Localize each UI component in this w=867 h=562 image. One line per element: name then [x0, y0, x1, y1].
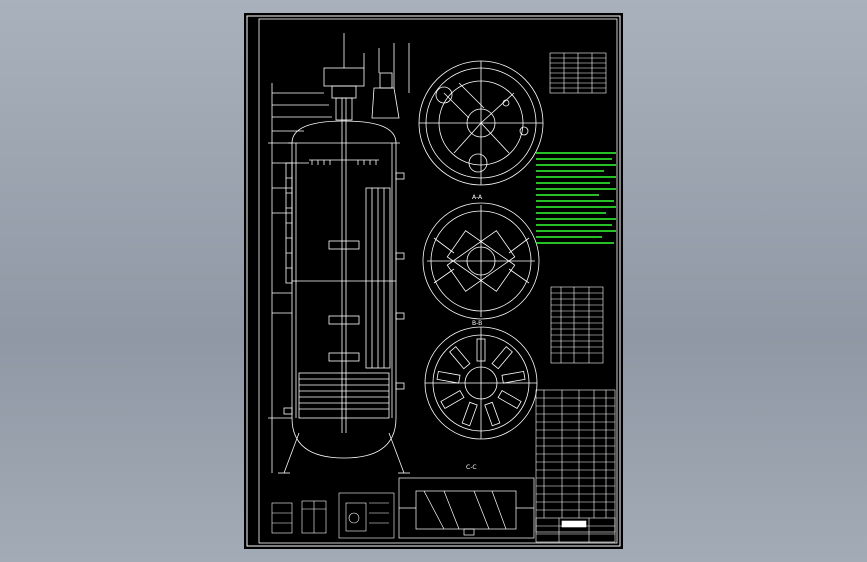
design-data-table[interactable] — [549, 52, 607, 94]
inner-frame — [258, 18, 618, 544]
parts-list-table[interactable] — [535, 389, 616, 533]
detail-views[interactable] — [271, 492, 395, 539]
detail-c-c[interactable] — [398, 477, 535, 539]
section-label-c: C-C — [466, 464, 477, 471]
title-block[interactable] — [535, 517, 616, 543]
technical-notes — [536, 152, 616, 244]
outer-frame — [246, 15, 621, 547]
section-label-a: A-A — [472, 194, 483, 201]
drawing-sheet[interactable]: A-A B-B — [244, 13, 623, 549]
vessel-elevation[interactable] — [268, 33, 410, 474]
section-b-b[interactable] — [424, 326, 538, 440]
top-view-section[interactable] — [418, 60, 544, 186]
nozzle-table[interactable] — [550, 286, 604, 364]
section-label-b: B-B — [472, 320, 482, 327]
section-a-a[interactable] — [422, 202, 540, 320]
